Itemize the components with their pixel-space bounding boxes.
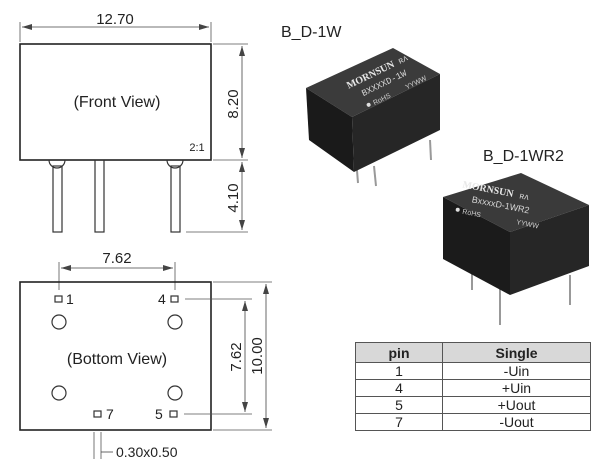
pin-function-cell: +Uin: [442, 379, 591, 397]
pin-4-marker: [170, 295, 179, 303]
pitch-arrow-right: [163, 265, 173, 271]
front-pin-arrow-bottom: [239, 220, 245, 230]
product-1w: B_D-1W MORNSUN ʀʌ BXXXXD-1W RoHS YYWW: [281, 24, 440, 187]
pin-number-cell: 7: [355, 413, 443, 431]
product-1w-pin-b: [373, 165, 377, 187]
pin-4-label: 4: [158, 291, 166, 307]
pin-number-cell: 4: [355, 379, 443, 397]
table-row: 5 +Uout: [355, 396, 591, 414]
pin-1-label: 1: [66, 291, 74, 307]
bottom-body-outline: [19, 281, 212, 431]
pitch-dim: 7.62: [102, 250, 131, 267]
product-1w-pin-c: [429, 139, 432, 161]
front-height-arrow-top: [239, 46, 245, 56]
front-width-dim: 12.70: [96, 11, 134, 28]
front-pins: [48, 159, 184, 233]
pin-number-cell: 1: [355, 362, 443, 380]
front-pin-dim: 4.10: [225, 183, 242, 212]
front-pin-1: [52, 165, 63, 233]
mount-hole-bottom-right: [167, 385, 183, 401]
inner-dim: 7.62: [228, 342, 245, 371]
pin-5-label: 5: [155, 406, 163, 422]
pitch-arrow-left: [61, 265, 71, 271]
mount-hole-top-right: [167, 314, 183, 330]
pin-size-dim: 0.30x0.50: [116, 444, 178, 459]
front-body-outline: [19, 43, 212, 161]
front-pin-3: [170, 165, 181, 233]
product-1wr2-cert: ʀʌ: [519, 190, 531, 202]
product-1wr2-side: [510, 205, 589, 295]
bottom-view-label: (Bottom View): [67, 351, 167, 368]
scale-label: 2:1: [189, 142, 204, 154]
outer-arrow-top: [263, 284, 269, 294]
product-1wr2-top: [443, 173, 589, 232]
inner-arrow-bottom: [242, 402, 248, 412]
product-1wr2-front: [443, 197, 510, 295]
product-1wr2-datecode: YYWW: [516, 219, 540, 230]
bottom-view-drawing: 7.62 (Bottom View) 1 4 7 5 7.62 10.00: [19, 250, 272, 459]
front-width-arrow-left: [22, 24, 32, 30]
product-1wr2: B_D-1WR2 MORNSUN ʀʌ BxxxxD-1WR2 RoHS YYW…: [443, 148, 589, 325]
product-1wr2-title: B_D-1WR2: [483, 148, 564, 165]
pin-function-cell: -Uin: [442, 362, 591, 380]
product-1w-side: [352, 74, 440, 172]
pin-function-cell: -Uout: [442, 413, 591, 431]
front-pin-3-shoulder: [166, 159, 184, 169]
front-view-drawing: 12.70 (Front View) 2:1 8.20 4.10: [19, 11, 248, 233]
table-row: 7 -Uout: [355, 413, 591, 431]
product-1w-top: [306, 48, 440, 117]
pin-table-header-pin: pin: [355, 342, 443, 363]
table-row: 4 +Uin: [355, 379, 591, 397]
pin-number-cell: 5: [355, 396, 443, 414]
product-1w-front: [306, 88, 354, 172]
front-height-dim: 8.20: [225, 89, 242, 118]
pin-function-cell: +Uout: [442, 396, 591, 414]
mount-hole-bottom-left: [51, 385, 67, 401]
product-1wr2-dot: [455, 207, 460, 212]
pin-table: pin Single 1 -Uin 4 +Uin 5 +Uout 7 -Uout: [355, 342, 591, 431]
pin-table-header: pin Single: [355, 342, 591, 363]
pin-7-marker: [93, 410, 102, 418]
front-height-arrow-bottom: [239, 148, 245, 158]
front-width-arrow-right: [199, 24, 209, 30]
product-1w-dot: [366, 102, 371, 107]
outer-dim: 10.00: [249, 337, 266, 375]
front-pin-arrow-top: [239, 162, 245, 172]
table-row: 1 -Uin: [355, 362, 591, 380]
inner-arrow-top: [242, 301, 248, 311]
product-1w-title: B_D-1W: [281, 24, 342, 41]
outer-arrow-bottom: [263, 418, 269, 428]
front-view-label: (Front View): [74, 94, 161, 111]
product-1wr2-rohs: RoHS: [462, 209, 482, 219]
pin-table-header-single: Single: [442, 342, 591, 363]
pin-1-marker: [54, 295, 63, 303]
front-pin-2: [94, 159, 105, 233]
pin-5-marker: [169, 410, 178, 418]
front-pin-1-shoulder: [48, 159, 66, 169]
mount-hole-top-left: [51, 314, 67, 330]
pin-7-label: 7: [106, 406, 114, 422]
